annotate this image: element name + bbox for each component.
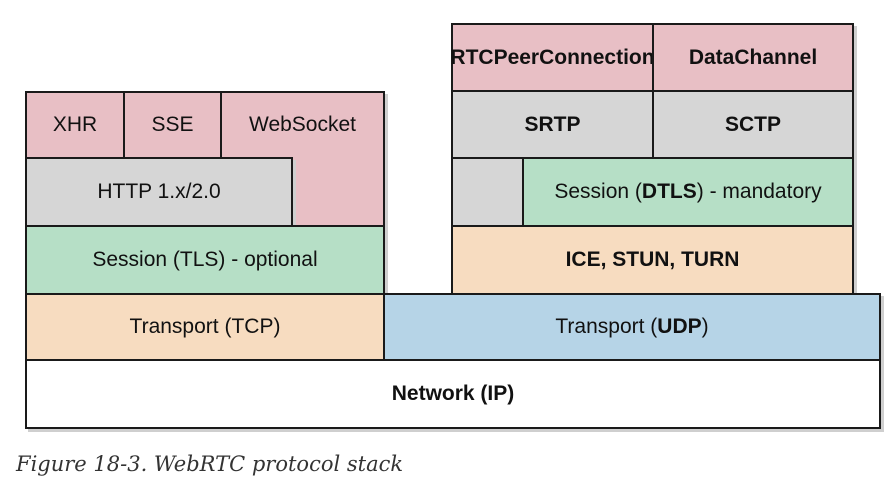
xhr-block: XHR <box>25 91 125 159</box>
udp-transport-label: Transport (UDP) <box>555 315 709 338</box>
tcp-transport-label: Transport (TCP) <box>129 315 281 338</box>
tls-session-label: Session (TLS) - optional <box>92 248 318 271</box>
dtls-session-block: Session (DTLS) - mandatory <box>522 157 854 227</box>
srtp-label: SRTP <box>524 112 581 136</box>
sse-block: SSE <box>123 91 222 159</box>
datachannel-block: DataChannel <box>652 23 854 92</box>
dtls-session-label: Session (DTLS) - mandatory <box>554 180 822 203</box>
datachannel-label: DataChannel <box>688 45 818 69</box>
tls-session-block: Session (TLS) - optional <box>25 225 385 295</box>
ice-stun-turn-label: ICE, STUN, TURN <box>565 248 740 271</box>
srtp-top-block: SRTP <box>451 90 654 159</box>
sse-label: SSE <box>151 113 194 136</box>
tcp-transport-block: Transport (TCP) <box>25 293 385 361</box>
sctp-block: SCTP <box>652 90 854 159</box>
sctp-label: SCTP <box>724 112 781 136</box>
http-block: HTTP 1.x/2.0 <box>25 157 293 227</box>
rtcpeerconnection-block: RTCPeerConnection <box>450 23 655 92</box>
websocket-label: WebSocket <box>249 113 356 136</box>
xhr-label: XHR <box>52 113 98 136</box>
network-ip-block: Network (IP) <box>25 359 881 429</box>
network-ip-label: Network (IP) <box>391 382 515 405</box>
rtcpeerconnection-label: RTCPeerConnection <box>450 45 655 69</box>
figure-caption: Figure 18-3. WebRTC protocol stack <box>16 452 404 476</box>
ice-stun-turn-block: ICE, STUN, TURN <box>451 225 854 295</box>
http-label: HTTP 1.x/2.0 <box>97 180 221 203</box>
udp-transport-block: Transport (UDP) <box>383 293 881 361</box>
